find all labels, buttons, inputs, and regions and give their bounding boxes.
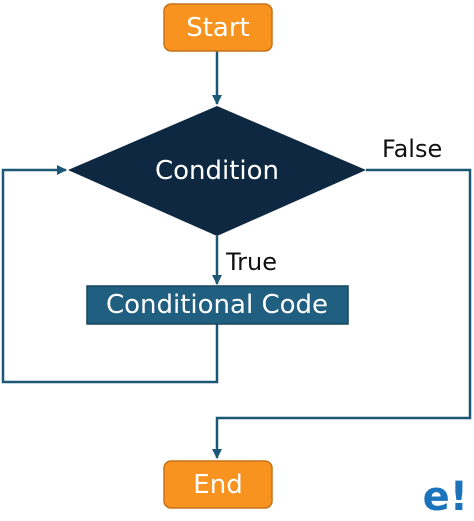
arrow-loop-back <box>1 165 219 384</box>
start-node-box <box>163 3 273 52</box>
conditional-code-node: Conditional Code <box>86 285 349 325</box>
true-edge-label: True <box>225 248 277 276</box>
end-node-label: End <box>193 470 242 500</box>
arrow-condition-to-end <box>212 168 472 459</box>
condition-node: Condition <box>68 106 366 236</box>
start-node: Start <box>163 3 273 52</box>
false-edge-label: False <box>382 135 442 163</box>
start-node-label: Start <box>186 13 250 43</box>
end-node: End <box>163 460 273 509</box>
connectors <box>1 51 472 459</box>
end-node-box <box>163 460 273 509</box>
conditional-code-node-box <box>86 285 349 325</box>
condition-node-label: Condition <box>155 156 279 186</box>
brand-logo: e! <box>423 474 468 520</box>
condition-node-diamond <box>68 106 366 236</box>
conditional-code-node-label: Conditional Code <box>106 290 328 320</box>
